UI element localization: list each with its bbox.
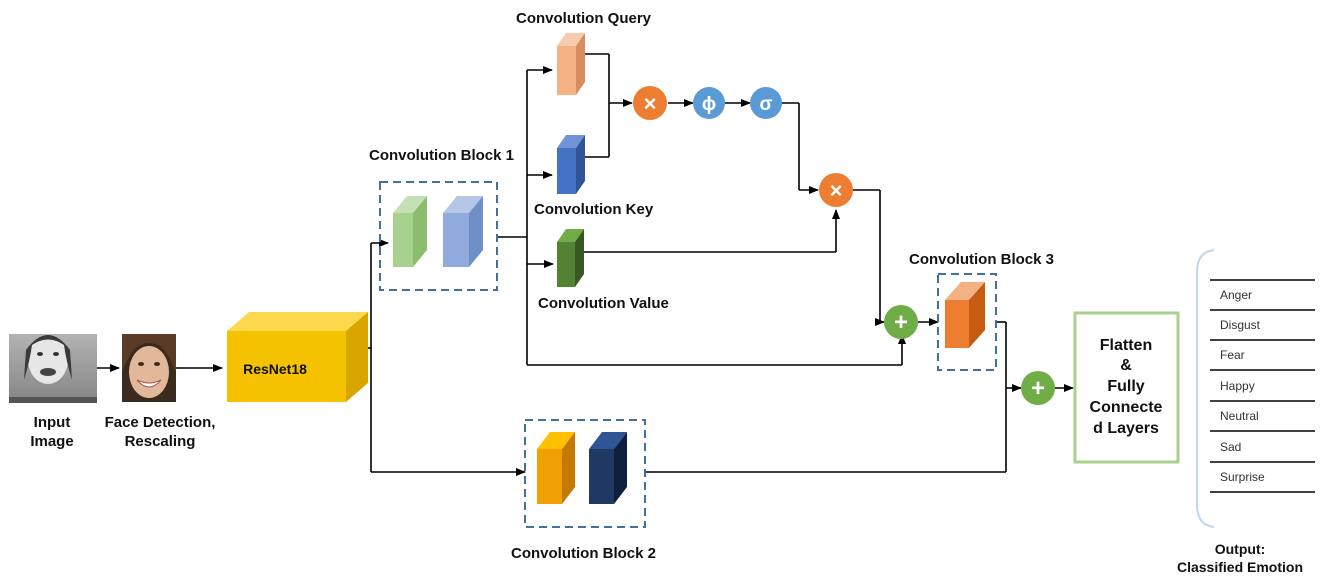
emotion-item: Neutral — [1220, 409, 1259, 423]
phi-op-symbol: ϕ — [702, 94, 716, 115]
conv-block1-blue-layer — [443, 196, 483, 267]
conv-block2-orange-layer — [537, 432, 575, 504]
add-op-2-symbol: + — [1031, 375, 1045, 402]
output-bracket — [1196, 249, 1215, 528]
emotion-item: Sad — [1220, 440, 1241, 454]
add-op-1-symbol: + — [894, 309, 908, 336]
conv-key-label: Convolution Key — [534, 201, 654, 218]
emotion-item: Happy — [1220, 379, 1255, 393]
conv-block1-frame — [379, 181, 498, 291]
face-crop-image — [122, 334, 176, 402]
face-label-line2: Rescaling — [125, 433, 196, 450]
conv-block1-label: Convolution Block 1 — [369, 147, 514, 164]
conv-block1-green-layer — [393, 196, 427, 267]
input-label-line2: Image — [30, 433, 73, 450]
resnet18-block — [227, 312, 368, 402]
multiply-op-1: × — [633, 86, 667, 120]
conv-block2-navy-layer — [589, 432, 627, 504]
fc-label-line2: & — [1120, 357, 1132, 374]
phi-op: ϕ — [693, 87, 725, 119]
emotion-list: Anger Disgust Fear Happy Neutral Sad Sur… — [1210, 279, 1315, 493]
emotion-item: Fear — [1220, 348, 1245, 362]
add-op-1: + — [884, 305, 918, 339]
conv-block2-label: Convolution Block 2 — [511, 545, 656, 562]
fc-layers-box — [1073, 311, 1180, 464]
conv-query-label: Convolution Query — [516, 10, 652, 27]
input-label-line1: Input — [34, 414, 71, 431]
emotion-item: Anger — [1220, 288, 1252, 302]
conv-query-layer — [557, 33, 585, 95]
connections — [97, 53, 1074, 476]
sigma-op: σ — [750, 87, 782, 119]
conv-block3-frame — [937, 273, 997, 371]
fc-label-line3: Fully — [1107, 378, 1144, 395]
fc-label-line1: Flatten — [1100, 337, 1152, 354]
conv-value-label: Convolution Value — [538, 295, 669, 312]
conv-block2-frame — [524, 419, 646, 528]
output-label-line1: Output: — [1215, 541, 1266, 557]
fc-label-line4: Connecte — [1090, 399, 1163, 416]
emotion-item: Surprise — [1220, 470, 1265, 484]
multiply-op-2: × — [819, 173, 853, 207]
multiply-op-2-symbol: × — [830, 178, 843, 203]
emotion-item: Disgust — [1220, 318, 1261, 332]
conv-key-layer — [557, 135, 585, 194]
conv-block3-layer — [945, 282, 985, 348]
conv-value-layer — [557, 229, 584, 287]
input-image — [9, 334, 97, 403]
output-label-line2: Classified Emotion — [1177, 559, 1303, 575]
fc-label-line5: d Layers — [1093, 420, 1159, 437]
conv-block3-label: Convolution Block 3 — [909, 251, 1054, 268]
sigma-op-symbol: σ — [760, 94, 773, 115]
face-label-line1: Face Detection, — [105, 414, 216, 431]
add-op-2: + — [1021, 371, 1055, 405]
resnet18-label: ResNet18 — [243, 361, 307, 377]
multiply-op-1-symbol: × — [644, 91, 657, 116]
